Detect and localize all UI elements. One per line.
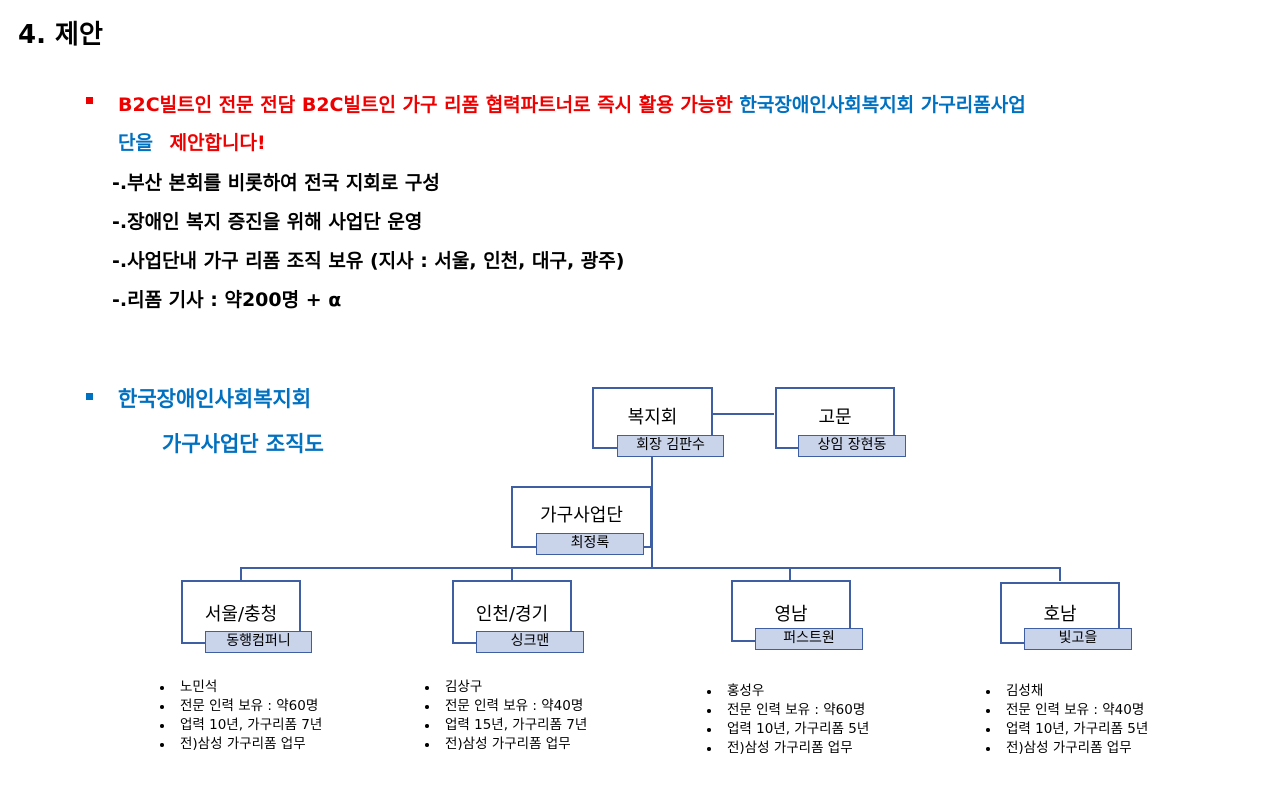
proposal-item: -.장애인 복지 증진을 위해 사업단 운영 [112, 211, 423, 233]
branch-details: 노민석 전문 인력 보유 : 약60명 업력 10년, 가구리폼 7년 전)삼성… [158, 678, 322, 754]
org-node-sub: 빛고을 [1024, 628, 1132, 650]
connector-line [789, 567, 791, 581]
detail-item: 김상구 [423, 678, 587, 697]
branch-details: 김성채 전문 인력 보유 : 약40명 업력 10년, 가구리폼 5년 전)삼성… [984, 682, 1148, 758]
detail-item: 전문 인력 보유 : 약40명 [423, 697, 587, 716]
org-node-sub: 최정록 [536, 533, 644, 555]
detail-item: 업력 10년, 가구리폼 5년 [984, 720, 1148, 739]
org-node-label: 복지회 [627, 407, 678, 428]
proposal-org-name-cont: 단을 [118, 132, 153, 154]
proposal-red-text: B2C빌트인 전문 전담 B2C빌트인 가구 리폼 협력파트너로 즉시 활용 가… [118, 94, 733, 116]
detail-item: 김성채 [984, 682, 1148, 701]
detail-item: 전)삼성 가구리폼 업무 [705, 739, 869, 758]
detail-item: 전)삼성 가구리폼 업무 [423, 735, 587, 754]
detail-item: 업력 15년, 가구리폼 7년 [423, 716, 587, 735]
proposal-line-1: B2C빌트인 전문 전담 B2C빌트인 가구 리폼 협력파트너로 즉시 활용 가… [118, 90, 1026, 117]
org-node-sub: 동행컴퍼니 [205, 631, 312, 653]
org-node-sub: 회장 김판수 [617, 435, 724, 457]
org-node-label: 가구사업단 [540, 505, 623, 526]
proposal-red-ending: 제안합니다! [169, 132, 266, 154]
connector-line [651, 456, 653, 569]
connector-line [511, 567, 513, 581]
proposal-item: -.부산 본회를 비롯하여 전국 지회로 구성 [112, 172, 440, 194]
org-node-label: 인천/경기 [475, 604, 549, 625]
org-node-sub: 상임 장현동 [798, 435, 906, 457]
org-node-sub: 싱크맨 [476, 631, 584, 653]
detail-item: 전문 인력 보유 : 약60명 [705, 701, 869, 720]
org-node-division: 가구사업단 [511, 486, 652, 548]
branch-details: 김상구 전문 인력 보유 : 약40명 업력 15년, 가구리폼 7년 전)삼성… [423, 678, 587, 754]
square-bullet-icon [86, 97, 93, 104]
detail-item: 전)삼성 가구리폼 업무 [984, 739, 1148, 758]
proposal-item: -.리폼 기사 : 약200명 + α [112, 289, 342, 311]
connector-line [1059, 567, 1061, 581]
page-title: 4. 제안 [18, 20, 103, 50]
detail-item: 전문 인력 보유 : 약60명 [158, 697, 322, 716]
org-node-label: 고문 [818, 407, 852, 428]
detail-item: 업력 10년, 가구리폼 7년 [158, 716, 322, 735]
connector-line [240, 567, 242, 581]
org-node-label: 영남 [774, 604, 808, 625]
proposal-item: -.사업단내 가구 리폼 조직 보유 (지사 : 서울, 인천, 대구, 광주) [112, 250, 625, 272]
org-section-subtitle: 가구사업단 조직도 [162, 432, 324, 456]
square-bullet-icon [86, 393, 93, 400]
org-section-title: 한국장애인사회복지회 [118, 387, 312, 411]
branch-details: 홍성우 전문 인력 보유 : 약60명 업력 10년, 가구리폼 5년 전)삼성… [705, 682, 869, 758]
detail-item: 전)삼성 가구리폼 업무 [158, 735, 322, 754]
org-node-label: 호남 [1043, 604, 1077, 625]
detail-item: 홍성우 [705, 682, 869, 701]
connector-line [712, 413, 774, 415]
org-node-sub: 퍼스트원 [755, 628, 863, 650]
connector-line [240, 567, 1061, 569]
detail-item: 업력 10년, 가구리폼 5년 [705, 720, 869, 739]
detail-item: 전문 인력 보유 : 약40명 [984, 701, 1148, 720]
detail-item: 노민석 [158, 678, 322, 697]
proposal-org-name: 한국장애인사회복지회 가구리폼사업 [739, 94, 1026, 116]
org-node-label: 서울/충청 [204, 604, 278, 625]
proposal-line-2: 단을 제안합니다! [118, 128, 266, 155]
